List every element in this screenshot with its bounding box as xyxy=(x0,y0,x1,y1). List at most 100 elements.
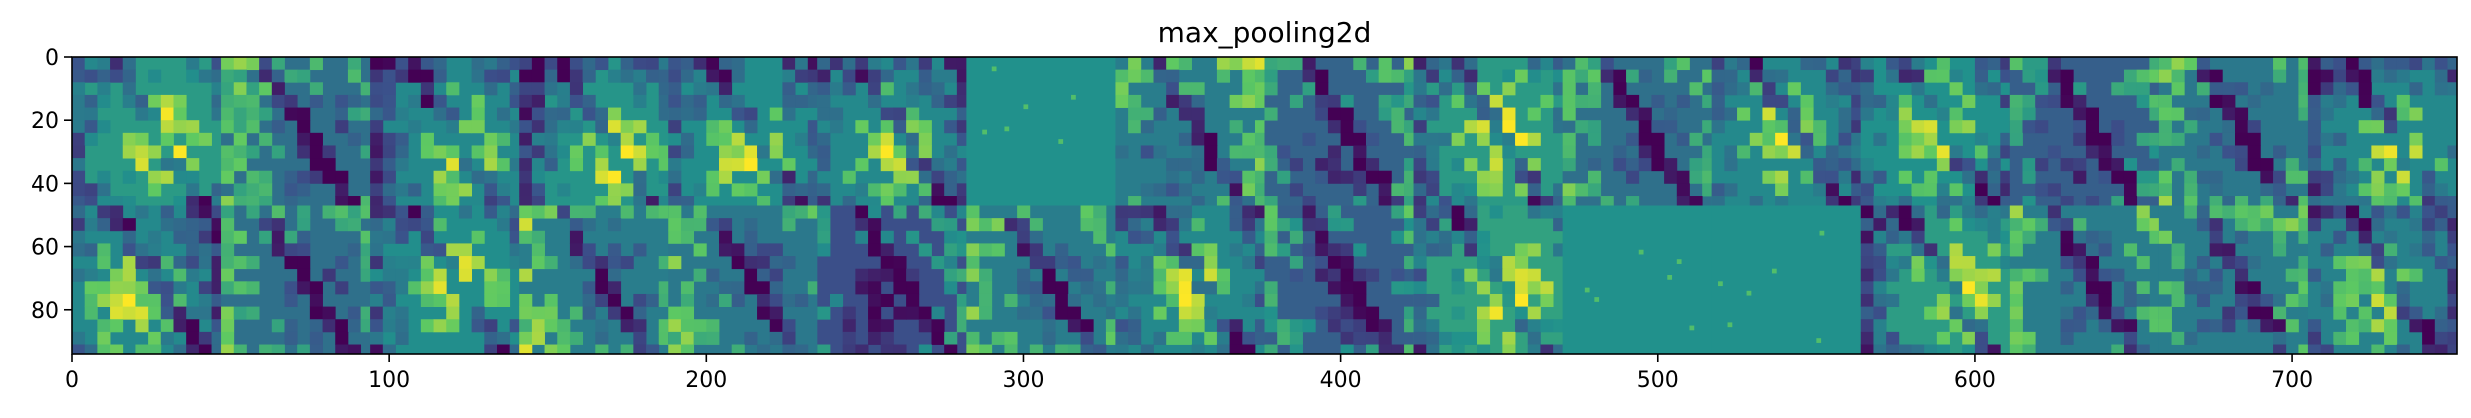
activation-cell xyxy=(2060,94,2074,108)
activation-cell xyxy=(221,243,235,257)
activation-cell xyxy=(1600,69,1614,83)
activation-cell xyxy=(1860,344,1874,354)
activation-cell xyxy=(1860,218,1874,232)
activation-cell xyxy=(347,218,362,232)
activation-cell xyxy=(1029,281,1043,295)
activation-cell xyxy=(2234,145,2249,159)
activation-cell xyxy=(944,281,958,295)
activation-cell xyxy=(2085,281,2100,295)
activation-cell xyxy=(544,319,558,333)
activation-cell xyxy=(557,145,571,159)
activation-cell xyxy=(1115,331,1129,345)
activation-cell xyxy=(2320,205,2334,219)
activation-cell xyxy=(173,94,187,108)
activation-cell xyxy=(1242,183,1256,197)
activation-cell xyxy=(1302,243,1316,257)
activation-cell xyxy=(395,69,409,83)
activation-cell xyxy=(1987,145,2001,159)
activation-cell xyxy=(2396,344,2410,354)
activation-cell xyxy=(1264,158,1278,172)
activation-cell xyxy=(446,243,460,257)
activation-cell xyxy=(1987,183,2001,197)
activation-cell xyxy=(1023,104,1029,110)
activation-cell xyxy=(2333,306,2347,320)
activation-cell xyxy=(1191,319,1205,333)
activation-cell xyxy=(1353,293,1367,308)
activation-cell xyxy=(2247,205,2261,219)
activation-cell xyxy=(1153,268,1167,282)
activation-cell xyxy=(1340,243,1354,257)
activation-cell xyxy=(1153,205,1167,219)
feature-tile xyxy=(966,57,1116,206)
activation-cell xyxy=(2234,268,2249,282)
activation-cell xyxy=(1315,218,1329,232)
activation-cell xyxy=(1664,107,1678,121)
activation-cell xyxy=(2022,170,2036,184)
activation-cell xyxy=(1949,158,1963,172)
activation-cell xyxy=(1080,331,1094,345)
activation-cell xyxy=(160,170,174,184)
activation-cell xyxy=(246,170,260,184)
activation-cell xyxy=(757,268,771,282)
activation-cell xyxy=(1724,183,1738,197)
activation-cell xyxy=(668,306,682,320)
activation-cell xyxy=(2111,170,2125,184)
activation-cell xyxy=(1502,281,1516,295)
activation-cell xyxy=(2345,218,2360,232)
activation-cell xyxy=(1476,243,1491,257)
activation-cell xyxy=(1413,256,1427,270)
activation-cell xyxy=(693,268,707,282)
activation-cell xyxy=(496,69,511,83)
activation-cell xyxy=(706,69,720,83)
y-tick-label: 20 xyxy=(31,109,59,134)
activation-cell xyxy=(782,218,796,232)
activation-cell xyxy=(2396,268,2410,282)
activation-cell xyxy=(1911,268,1925,282)
activation-cell xyxy=(1746,290,1752,296)
activation-cell xyxy=(1987,218,2001,232)
activation-cell xyxy=(2196,170,2211,184)
activation-cell xyxy=(233,57,247,71)
activation-cell xyxy=(1949,120,1963,134)
activation-cell xyxy=(2320,344,2334,354)
activation-cell xyxy=(2234,107,2249,121)
activation-cell xyxy=(544,256,558,270)
activation-cell xyxy=(160,158,174,172)
activation-cell xyxy=(1924,170,1938,184)
activation-cell xyxy=(680,69,695,83)
activation-cell xyxy=(471,256,485,270)
activation-cell xyxy=(395,132,409,146)
activation-cell xyxy=(557,82,571,96)
activation-cell xyxy=(1838,170,1852,184)
activation-cell xyxy=(135,205,149,219)
activation-cell xyxy=(1886,57,1900,71)
activation-cell xyxy=(2345,281,2360,295)
activation-cell xyxy=(471,145,485,159)
activation-cell xyxy=(1153,145,1167,159)
activation-cell xyxy=(718,293,733,308)
activation-cell xyxy=(122,132,136,146)
activation-cell xyxy=(458,256,473,270)
activation-cell xyxy=(842,306,856,320)
activation-cell xyxy=(944,331,958,345)
activation-cell xyxy=(2434,205,2448,219)
activation-cell xyxy=(1413,344,1427,354)
activation-cell xyxy=(347,94,362,108)
activation-cell xyxy=(1515,268,1529,282)
activation-cell xyxy=(2035,183,2049,197)
activation-cell xyxy=(1140,107,1154,121)
activation-cell xyxy=(1911,344,1925,354)
activation-cell xyxy=(1527,319,1541,333)
activation-cell xyxy=(1924,344,1938,354)
activation-cell xyxy=(1153,306,1167,320)
activation-cell xyxy=(2260,170,2274,184)
activation-cell xyxy=(297,344,311,354)
activation-cell xyxy=(1115,69,1129,83)
activation-cell xyxy=(1936,158,1950,172)
activation-cell xyxy=(633,120,647,134)
activation-cell xyxy=(817,94,831,108)
activation-cell xyxy=(2273,69,2287,83)
activation-cell xyxy=(668,69,682,83)
activation-cell xyxy=(633,243,647,257)
activation-cell xyxy=(893,107,907,121)
